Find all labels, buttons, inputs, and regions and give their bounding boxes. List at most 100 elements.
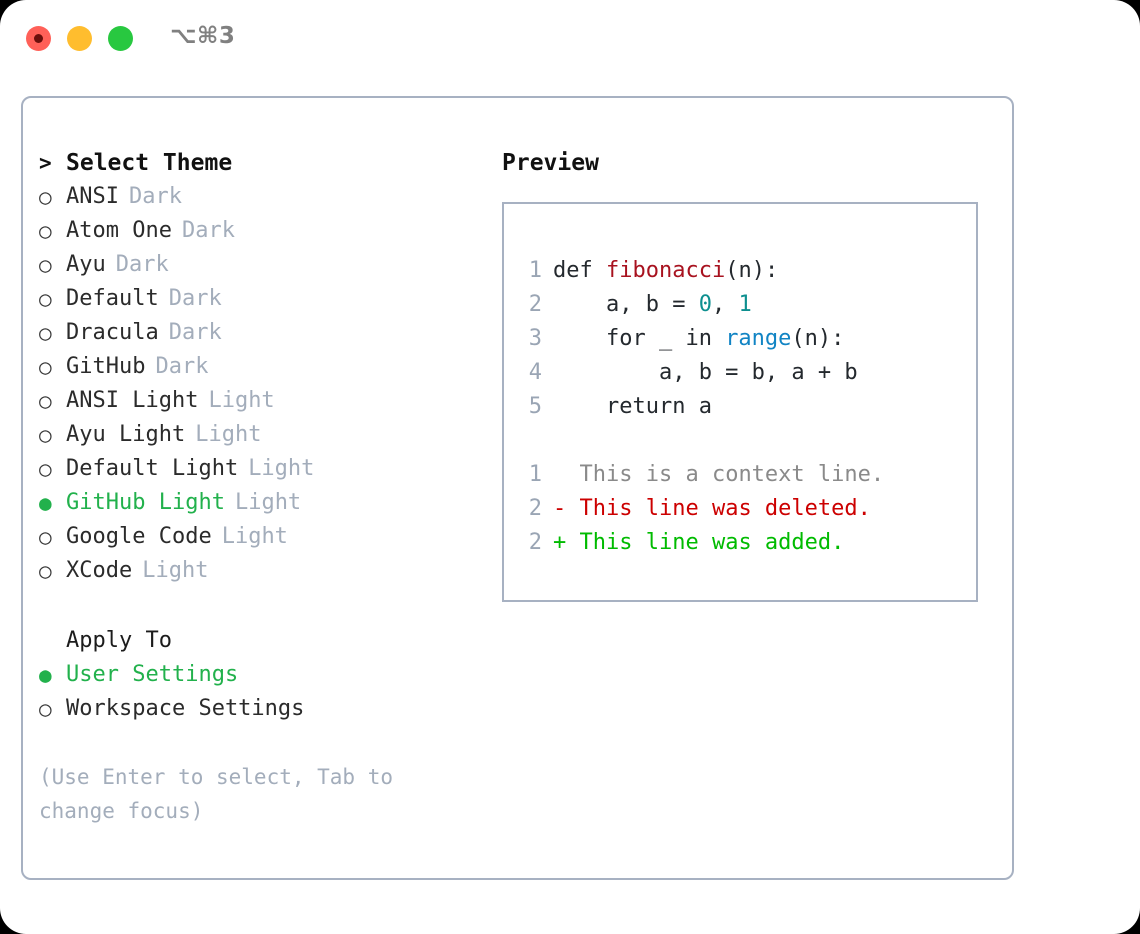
radio-empty-icon: ○ [39,423,52,447]
diff-marker [553,462,580,487]
theme-name-label: ANSI [66,184,119,209]
theme-variant-label: Light [221,524,288,549]
theme-variant-label: Light [248,456,315,481]
apply-to-list: ● User Settings ○ Workspace Settings [39,658,479,726]
code-token: 0 [698,292,712,317]
code-text: a, b = b, a + b [553,356,858,390]
code-line: 2 a, b = 0, 1 [516,288,884,322]
code-line: 3 for _ in range(n): [516,322,884,356]
line-number: 1 [528,258,542,283]
line-number: 3 [528,326,542,351]
theme-variant-label: Light [234,490,302,515]
radio-selected-icon: ● [39,491,52,515]
theme-list-item[interactable]: ○ XCode Light [39,554,479,588]
theme-name-label: Ayu [66,252,106,277]
code-diff-separator [516,424,884,458]
code-text: for _ in range(n): [553,322,844,356]
theme-variant-label: Dark [115,252,169,277]
caret-icon: > [39,151,52,175]
theme-variant-label: Dark [128,184,182,209]
theme-name-label: ANSI Light [66,388,199,413]
apply-to-heading-row: ○ Apply To [39,624,479,658]
apply-to-option[interactable]: ● User Settings [39,658,479,692]
theme-list-item[interactable]: ○ GitHub Dark [39,350,479,384]
theme-variant-label: Light [195,422,262,447]
theme-name-label: Ayu Light [66,422,186,447]
radio-empty-icon: ○ [39,697,52,721]
code-token: (n): [791,326,845,351]
page-title: Select Theme [66,150,233,176]
apply-to-option[interactable]: ○ Workspace Settings [39,692,479,726]
line-number: 2 [528,292,542,317]
hint-spacer [39,726,479,760]
radio-empty-icon: ○ [39,389,52,413]
section-spacer [39,588,479,624]
preview-title: Preview [502,150,599,176]
apply-to-heading: Apply To [66,628,172,653]
theme-name-label: XCode [66,558,133,583]
diff-marker: + [553,530,580,555]
theme-name-label: Dracula [66,320,159,345]
diff-line: 1 This is a context line. [516,458,884,492]
title-bar: ⌥⌘3 [0,0,1140,76]
close-button[interactable] [26,26,51,51]
theme-name-label: Atom One [66,218,172,243]
maximize-button[interactable] [108,26,133,51]
keyboard-shortcut-label: ⌥⌘3 [170,23,236,49]
diff-line: 2- This line was deleted. [516,492,884,526]
line-number: 1 [528,462,542,487]
theme-list-item[interactable]: ○ Ayu Light Light [39,418,479,452]
minimize-button[interactable] [67,26,92,51]
diff-content: This line was deleted. [579,496,871,521]
radio-empty-icon: ○ [39,219,52,243]
theme-name-label: Google Code [66,524,212,549]
record-dot-icon [34,34,43,43]
line-number: 5 [528,394,542,419]
code-token: for _ in [553,326,726,351]
code-text: a, b = 0, 1 [553,288,752,322]
theme-variant-label: Light [208,388,275,413]
code-token: a, b = [553,292,699,317]
radio-empty-icon: ○ [39,559,52,583]
theme-name-label: Default Light [66,456,239,481]
code-token: a, b = b, a + b [553,360,858,385]
diff-content: This is a context line. [579,462,885,487]
diff-marker: - [553,496,580,521]
radio-empty-icon: ○ [39,287,52,311]
theme-list-item[interactable]: ○ ANSI Light Light [39,384,479,418]
diff-content: This line was added. [579,530,845,555]
theme-variant-label: Light [142,558,209,583]
theme-name-label: GitHub Light [66,490,225,515]
code-token: fibonacci [605,258,726,283]
window-controls [26,26,133,51]
code-token: def [553,258,606,283]
theme-name-label: GitHub [66,354,146,379]
code-text: def fibonacci(n): [553,254,778,288]
radio-empty-icon: ○ [39,457,52,481]
theme-list-item[interactable]: ● GitHub Light Light [39,486,479,520]
theme-variant-label: Dark [155,354,209,379]
theme-list-item[interactable]: ○ Default Light Light [39,452,479,486]
theme-variant-label: Dark [168,320,222,345]
theme-list-item[interactable]: ○ Google Code Light [39,520,479,554]
select-theme-heading-row: > Select Theme [39,146,479,180]
radio-empty-icon: ○ [39,525,52,549]
apply-to-label: Workspace Settings [66,696,305,721]
theme-variant-label: Dark [168,286,222,311]
radio-empty-icon: ○ [39,355,52,379]
radio-selected-icon: ● [39,663,52,687]
code-token: , [711,292,739,317]
keyboard-hint-text: (Use Enter to select, Tab to change focu… [39,765,394,823]
apply-to-label: User Settings [66,662,239,687]
code-line: 5 return a [516,390,884,424]
bullet-placeholder-icon: ○ [39,624,66,658]
